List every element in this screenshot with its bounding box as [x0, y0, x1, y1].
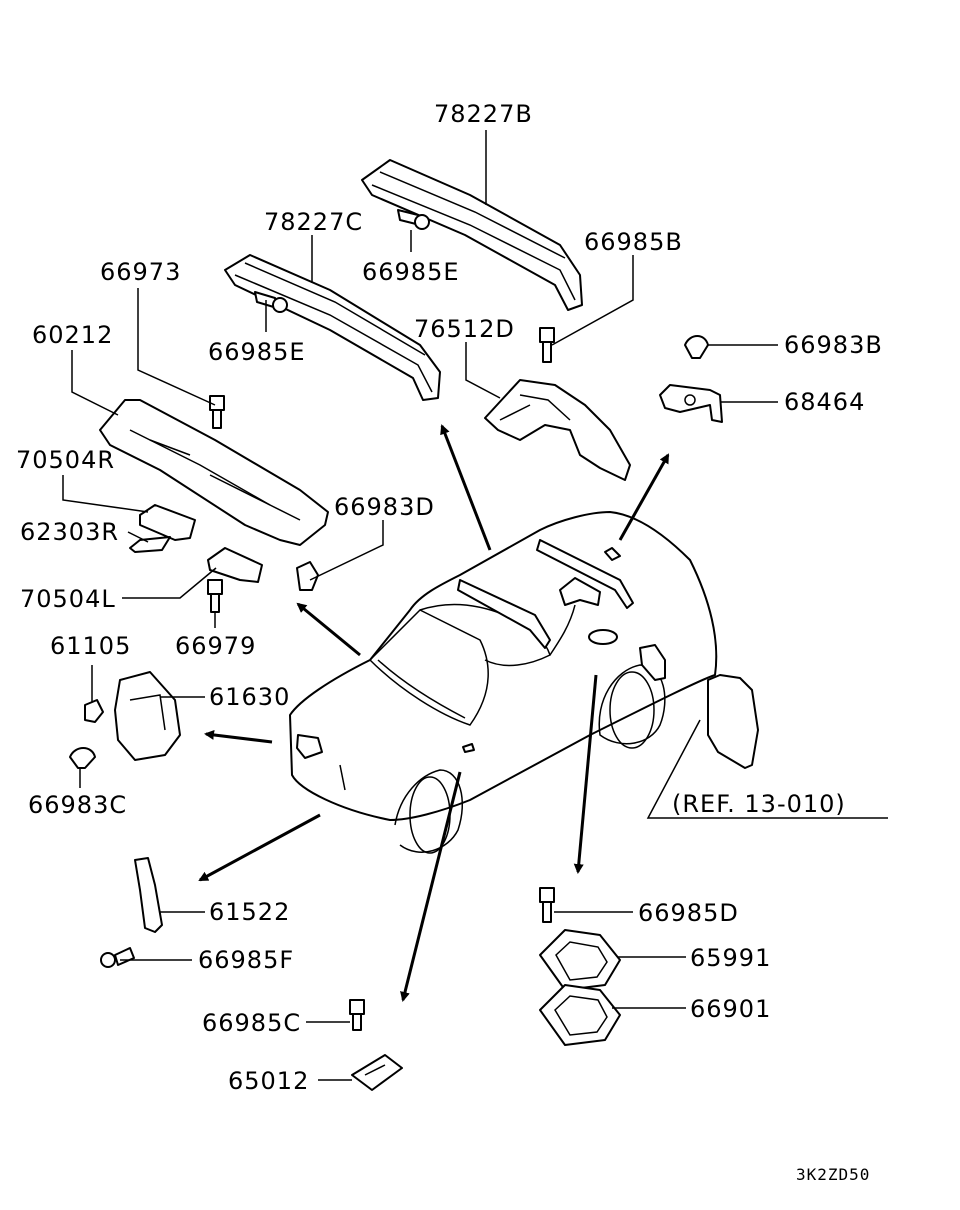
bolt-66985B [539, 327, 555, 363]
label-66985F: 66985F [198, 946, 294, 974]
label-61105: 61105 [50, 632, 131, 660]
label-68464: 68464 [784, 388, 865, 416]
label-70504L: 70504L [20, 585, 116, 613]
label-62303R: 62303R [20, 518, 119, 546]
clip-66983D [296, 561, 319, 591]
bolt-66979 [207, 579, 223, 613]
label-66983B: 66983B [784, 331, 883, 359]
diagram-id: 3K2ZD50 [796, 1165, 870, 1184]
part-62303R-shim [129, 536, 171, 553]
part-61630-latch [114, 671, 181, 761]
part-65991-gasket [539, 929, 621, 991]
bolt-66985D [539, 887, 555, 923]
label-61630: 61630 [209, 683, 290, 711]
label-65991: 65991 [690, 944, 771, 972]
label-61522: 61522 [209, 898, 290, 926]
part-76512D-bracket [484, 379, 631, 481]
part-labels: 78227B 78227C 66985E 66985E 66985B 76512… [16, 100, 883, 1184]
part-68464-bracket [659, 384, 723, 423]
label-65012: 65012 [228, 1067, 309, 1095]
bolt-66985C [349, 999, 365, 1031]
part-61105-hook [84, 699, 104, 723]
bolt-66973 [209, 395, 225, 429]
label-66901: 66901 [690, 995, 771, 1023]
label-66983D: 66983D [334, 493, 435, 521]
label-66985E-upper: 66985E [362, 258, 460, 286]
label-70504R: 70504R [16, 446, 115, 474]
label-78227B: 78227B [434, 100, 533, 128]
label-78227C: 78227C [264, 208, 363, 236]
label-66985C: 66985C [202, 1009, 301, 1037]
vehicle-outline [289, 511, 718, 854]
label-reference: (REF. 13-010) [672, 790, 846, 818]
part-78227B-rail [361, 159, 583, 311]
label-66985B: 66985B [584, 228, 683, 256]
clip-66983B [684, 335, 709, 359]
part-65012-pad [351, 1054, 403, 1091]
bolt-66985F [100, 947, 135, 968]
part-66901-plate [539, 984, 621, 1046]
direction-arrows [198, 424, 670, 1002]
part-70504R-clip-plate [139, 504, 196, 541]
part-78227C-rail [224, 254, 441, 401]
label-66979: 66979 [175, 632, 256, 660]
part-70504L-clip-plate [207, 547, 263, 583]
part-60212-cowl-panel [99, 399, 329, 546]
label-60212: 60212 [32, 321, 113, 349]
bolt-66985E-upper [397, 209, 430, 230]
part-61522-bracket [134, 857, 163, 933]
label-76512D: 76512D [414, 315, 515, 343]
leader-lines [62, 130, 888, 1081]
label-66985D: 66985D [638, 899, 739, 927]
label-66973: 66973 [100, 258, 181, 286]
label-66985E-lower: 66985E [208, 338, 306, 366]
part-ref-13-010 [707, 674, 759, 769]
clip-66983C [69, 747, 96, 769]
label-66983C: 66983C [28, 791, 127, 819]
